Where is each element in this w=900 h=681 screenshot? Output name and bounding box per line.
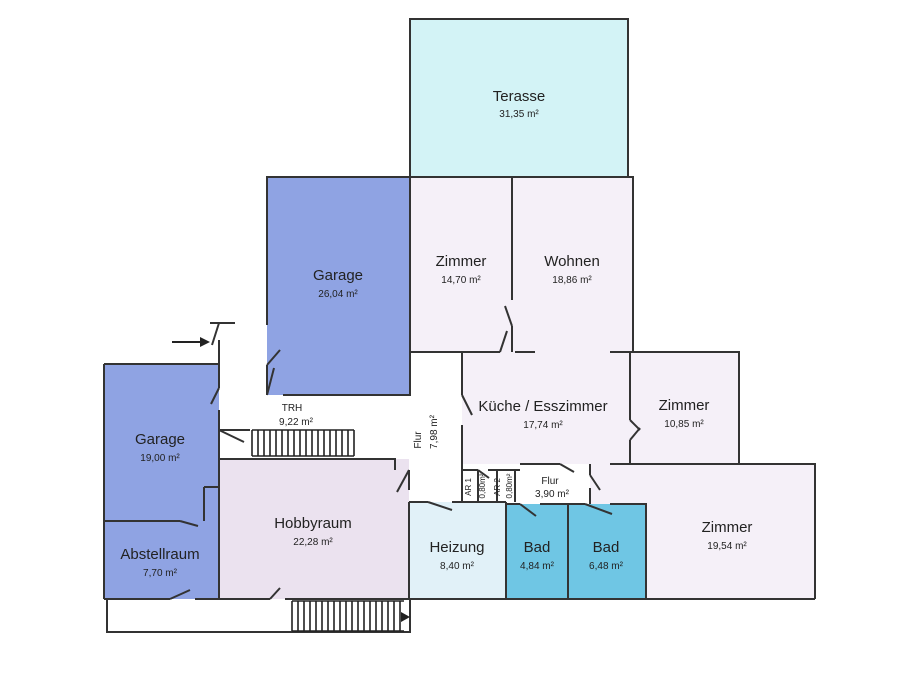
wohnen-area bbox=[512, 177, 633, 352]
abstellraum-area-label: 7,70 m² bbox=[143, 568, 178, 579]
garage-left-area-label: 19,00 m² bbox=[140, 453, 180, 464]
flur-small-name: Flur bbox=[541, 476, 559, 487]
entrance-arrow-icon bbox=[172, 337, 210, 347]
garage-top-area bbox=[267, 177, 410, 395]
terrace-area bbox=[410, 19, 628, 176]
ar1-name: AR 1 bbox=[464, 478, 473, 496]
heizung-area-label: 8,40 m² bbox=[440, 561, 475, 572]
terrasse-name: Terasse bbox=[493, 88, 546, 105]
wohnen-area-label: 18,86 m² bbox=[552, 275, 592, 286]
bad-2-area bbox=[568, 504, 646, 599]
trh-area-label: 9,22 m² bbox=[279, 417, 314, 428]
flur-vertical-name: Flur bbox=[413, 431, 424, 449]
abstellraum-name: Abstellraum bbox=[120, 546, 199, 563]
zimmer-right-area-label: 19,54 m² bbox=[707, 541, 747, 552]
bad-2-area-label: 6,48 m² bbox=[589, 561, 624, 572]
flur-small-area-label: 3,90 m² bbox=[535, 489, 570, 500]
garage-top-area-label: 26,04 m² bbox=[318, 289, 358, 300]
bad-1-name: Bad bbox=[524, 539, 551, 556]
terrasse-area-label: 31,35 m² bbox=[499, 109, 539, 120]
zimmer-right-name: Zimmer bbox=[702, 519, 753, 536]
doors bbox=[169, 305, 641, 600]
heizung-area bbox=[409, 502, 506, 599]
room-labels: Terasse 31,35 m² Garage 26,04 m² Zimmer … bbox=[120, 88, 752, 579]
kueche-area bbox=[462, 352, 630, 464]
walls bbox=[103, 18, 816, 633]
trh-name: TRH bbox=[282, 403, 303, 414]
kueche-area-label: 17,74 m² bbox=[523, 420, 563, 431]
zimmer-top-area-label: 14,70 m² bbox=[441, 275, 481, 286]
stairs-icon bbox=[251, 429, 410, 632]
zimmer-top-area bbox=[410, 177, 512, 352]
ar2-name: AR 2 bbox=[493, 478, 502, 496]
bad-2-name: Bad bbox=[593, 539, 620, 556]
zimmer-top-name: Zimmer bbox=[436, 253, 487, 270]
hobbyraum-area-label: 22,28 m² bbox=[293, 537, 333, 548]
ar1-area-label: 0,80m² bbox=[478, 473, 487, 498]
hobbyraum-area bbox=[219, 459, 409, 599]
abstellraum-area bbox=[104, 521, 219, 599]
heizung-name: Heizung bbox=[429, 539, 484, 556]
garage-left-area bbox=[104, 364, 219, 521]
bad-1-area bbox=[506, 504, 568, 599]
kueche-name: Küche / Esszimmer bbox=[478, 398, 607, 415]
garage-top-name: Garage bbox=[313, 267, 363, 284]
zimmer-mid-area-label: 10,85 m² bbox=[664, 419, 704, 430]
zimmer-mid-name: Zimmer bbox=[659, 397, 710, 414]
bad-1-area-label: 4,84 m² bbox=[520, 561, 555, 572]
garage-left-name: Garage bbox=[135, 431, 185, 448]
wohnen-name: Wohnen bbox=[544, 253, 600, 270]
zimmer-mid-area bbox=[630, 352, 739, 464]
room-fills bbox=[104, 19, 815, 599]
hobbyraum-name: Hobbyraum bbox=[274, 515, 352, 532]
flur-vertical-area-label: 7,98 m² bbox=[429, 414, 440, 449]
ar2-area-label: 0,80m² bbox=[505, 473, 514, 498]
